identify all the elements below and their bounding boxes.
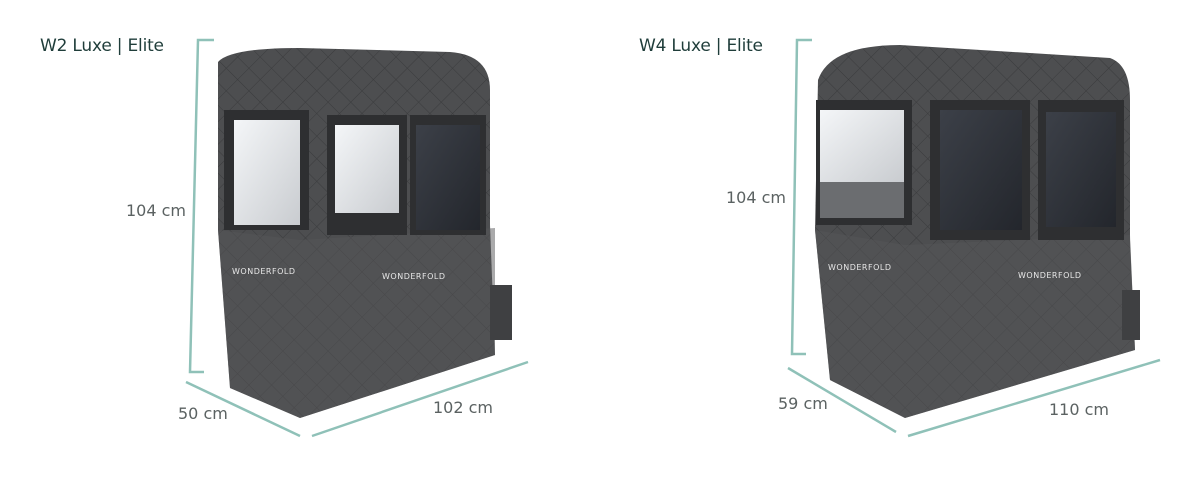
depth-label-w2: 50 cm (178, 404, 228, 423)
dimension-lines-w4 (787, 38, 1161, 438)
brand-logo-w4-side: WONDERFOLD (828, 263, 891, 272)
width-label-w2: 102 cm (433, 398, 494, 417)
dimension-lines-w2 (185, 38, 529, 438)
depth-label-w4: 59 cm (778, 394, 828, 413)
w2-canopy-image: WONDERFOLD WONDERFOLD (218, 48, 512, 418)
brand-logo-w4-front: WONDERFOLD (1018, 271, 1081, 280)
brand-logo-w2-front: WONDERFOLD (382, 272, 445, 281)
w4-canopy-image: WONDERFOLD WONDERFOLD (815, 45, 1140, 418)
width-label-w4: 110 cm (1049, 400, 1110, 419)
product-title-w4: W4 Luxe | Elite (639, 36, 763, 56)
height-label-w2: 104 cm (126, 201, 187, 220)
height-label-w4: 104 cm (726, 188, 787, 207)
product-title-w2: W2 Luxe | Elite (40, 36, 164, 56)
brand-logo-w2-side: WONDERFOLD (232, 267, 295, 276)
